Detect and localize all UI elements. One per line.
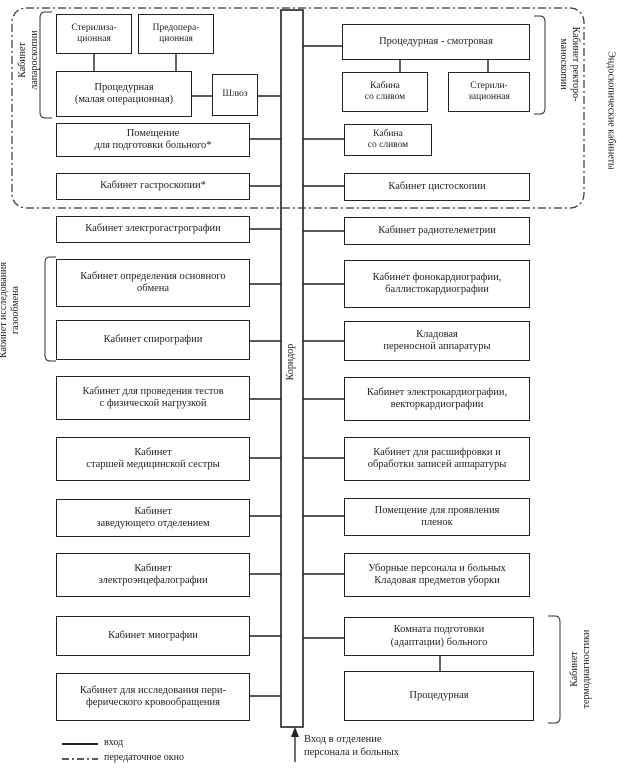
group-label-gas-exchange: Кабинет исследования газообмена xyxy=(0,261,21,359)
room-electrogastrography: Кабинет электрогастрографии xyxy=(56,216,250,243)
group-label-laparoscopy: Кабинет лапароскопии xyxy=(17,30,40,90)
room-film-processing: Помещение для проявления пленок xyxy=(344,498,530,536)
room-peripheral-circulation: Кабинет для исследования пери- ферическо… xyxy=(56,673,250,721)
room-booth-toilet-1: Кабина со сливом xyxy=(342,72,428,112)
room-phonocardiography: Кабинет фонокардиографии, баллистокардио… xyxy=(344,260,530,308)
corridor xyxy=(280,9,304,728)
room-portable-storage: Кладовая переносной аппаратуры xyxy=(344,321,530,361)
room-sluice: Шлюз xyxy=(212,74,258,116)
room-myography: Кабинет миографии xyxy=(56,616,250,656)
room-radiotelemetry: Кабинет радиотелеметрии xyxy=(344,217,530,245)
room-electroencephalography: Кабинет электроэнцефалографии xyxy=(56,553,250,597)
room-basal-metabolism: Кабинет определения основного обмена xyxy=(56,259,250,307)
room-procedure-thermo: Процедурная xyxy=(344,671,534,721)
room-department-head: Кабинет заведующего отделением xyxy=(56,499,250,537)
room-gastroscopy: Кабинет гастроскопии* xyxy=(56,173,250,200)
room-sterilizing-left: Стерилиза- ционная xyxy=(56,14,132,54)
room-ecg-vcg: Кабинет электрокардиографии, векторкарди… xyxy=(344,377,530,421)
thermodiagnostics-bracket xyxy=(548,615,561,724)
room-spirography: Кабинет спирографии xyxy=(56,320,250,360)
corridor-label: Коридор xyxy=(285,343,296,381)
group-label-thermodiagnostics: Кабинет термодиагностики xyxy=(569,629,592,709)
laparoscopy-bracket xyxy=(39,11,52,119)
room-prep-adaptation: Комната подготовки (адаптации) больного xyxy=(344,617,534,656)
room-stress-tests: Кабинет для проведения тестов с физическ… xyxy=(56,376,250,420)
group-label-endoscopic: Эндоскопические кабинеты xyxy=(605,51,617,170)
endoscopic-zone-border xyxy=(11,7,585,209)
room-procedure-small-op: Процедурная (малая операционная) xyxy=(56,71,192,117)
room-decoding: Кабинет для расшифровки и обработки запи… xyxy=(344,437,530,481)
group-label-rectoromanoscopy: Кабинет ректоро- маноскопии xyxy=(558,26,582,102)
room-patient-prep: Помещение для подготовки больного* xyxy=(56,123,250,157)
room-preoperative: Предопера- ционная xyxy=(138,14,214,54)
room-head-nurse: Кабинет старшей медицинской сестры xyxy=(56,437,250,481)
room-sterilizing-right: Стерили- зационная xyxy=(448,72,530,112)
legend-window-label: передаточное окно xyxy=(104,752,184,763)
rectoromanoscopy-bracket xyxy=(534,15,546,115)
legend-entrance-label: вход xyxy=(104,737,124,748)
room-toilets-storage: Уборные персонала и больных Кладовая пре… xyxy=(344,553,530,597)
room-cystoscopy: Кабинет цистоскопии xyxy=(344,173,530,201)
gas-exchange-bracket xyxy=(44,256,56,362)
room-booth-toilet-2: Кабина со сливом xyxy=(344,124,432,156)
entry-label: Вход в отделение персонала и больных xyxy=(304,734,399,758)
room-procedure-exam: Процедурная - смотровая xyxy=(342,24,530,60)
